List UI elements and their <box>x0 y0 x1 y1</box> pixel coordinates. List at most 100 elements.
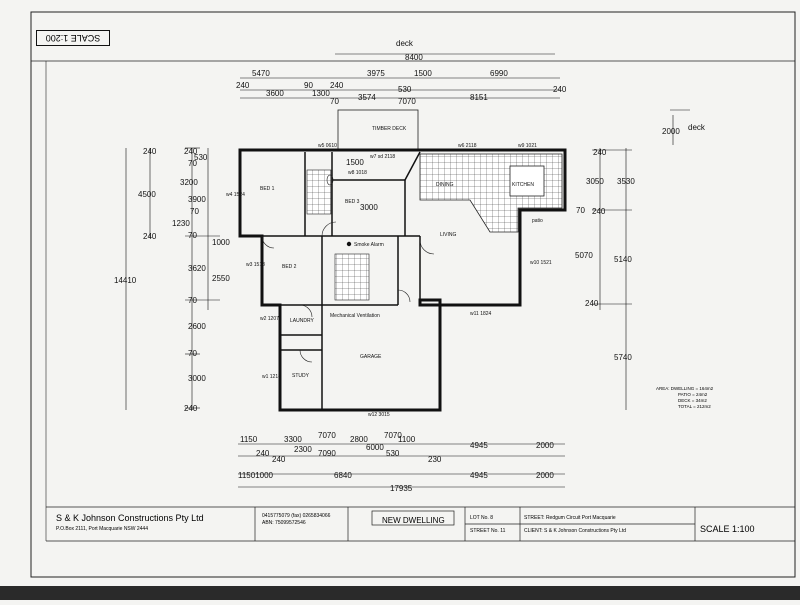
dim-left: 240 <box>184 404 198 413</box>
lot-number: LOT No. 8 <box>470 515 493 521</box>
dim-bottom: 240 <box>256 449 270 458</box>
room-laundry: LAUNDRY <box>290 318 314 324</box>
dim-bottom-total: 17935 <box>390 484 413 493</box>
dim-deck-label: deck <box>396 39 414 48</box>
scale-stamp: SCALE 1:200 <box>36 30 110 46</box>
dim-right: 3050 <box>586 177 604 186</box>
dim-right: 240 <box>585 299 599 308</box>
room-timber-deck: TIMBER DECK <box>372 126 407 132</box>
dim-bottom: 6840 <box>334 471 352 480</box>
dim-left: 1230 <box>172 219 190 228</box>
dim-top: 8400 <box>405 53 423 62</box>
building-walls <box>238 109 567 412</box>
dim-top: 70 <box>330 97 339 106</box>
smoke-alarm-icon <box>346 241 352 247</box>
area-deck: DECK = 34m2 <box>678 398 707 403</box>
dim-right: 5070 <box>575 251 593 260</box>
dim-top: 3574 <box>358 93 376 102</box>
room-bed3: BED 3 <box>345 199 360 205</box>
dim-top: 90 <box>304 81 313 90</box>
dim-bottom: 2800 <box>350 435 368 444</box>
dim-left: 240 <box>143 232 157 241</box>
company-phone: 0415775079 (fax) 0265834066 <box>262 513 331 519</box>
dim-left: 1000 <box>212 238 230 247</box>
dim-bed3-top: 1500 <box>346 158 364 167</box>
dim-top: 1300 <box>312 89 330 98</box>
dim-top: 8151 <box>470 93 488 102</box>
window-label: w11 1824 <box>470 311 492 317</box>
dim-left: 240 <box>184 147 198 156</box>
dim-left: 530 <box>194 153 208 162</box>
dim-bottom: 2300 <box>294 445 312 454</box>
dim-left: 70 <box>188 296 197 305</box>
dim-bottom: 11501000 <box>238 471 274 480</box>
dim-left: 3620 <box>188 264 206 273</box>
dim-left: 14410 <box>114 276 137 285</box>
left-dimension-lines <box>125 147 220 410</box>
room-kitchen: KITCHEN <box>512 182 534 188</box>
dim-top: 530 <box>398 85 412 94</box>
project-title: NEW DWELLING <box>382 516 445 525</box>
mech-vent-label: Mechanical Ventilation <box>330 313 380 319</box>
dim-bottom: 240 <box>272 455 286 464</box>
dim-left: 70 <box>188 159 197 168</box>
room-study: STUDY <box>292 373 310 379</box>
window-label: w8 1018 <box>348 170 367 176</box>
window-label: w5 0610 <box>318 143 337 149</box>
bottom-dimension-lines <box>238 443 565 488</box>
area-patio: PATIO = 24m2 <box>678 392 708 397</box>
room-bed2: BED 2 <box>282 264 297 270</box>
dim-left: 70 <box>188 349 197 358</box>
scan-edge <box>0 586 800 600</box>
dim-right: 240 <box>593 148 607 157</box>
dim-left: 4500 <box>138 190 156 199</box>
room-dining: DINING <box>436 182 454 188</box>
area-total: TOTAL = 212m2 <box>678 404 711 409</box>
dim-left: 3200 <box>180 178 198 187</box>
room-garage: GARAGE <box>360 354 382 360</box>
window-label: w2 1207 <box>260 316 279 322</box>
dim-left: 3900 <box>188 195 206 204</box>
outer-walls <box>238 148 567 412</box>
street-name: STREET: Redgum Circuit Port Macquarie <box>524 515 616 521</box>
dim-right: 240 <box>592 207 606 216</box>
area-table: AREA: DWELLING = 164m2 PATIO = 24m2 DECK… <box>656 386 713 410</box>
window-label: w7 sd 2118 <box>370 154 395 160</box>
dim-deck-right-label: deck <box>688 123 706 132</box>
window-label: w3 1518 <box>246 262 265 268</box>
window-label: w10 1521 <box>530 260 552 266</box>
window-label: w1 1218 <box>262 374 281 380</box>
dim-right: 3530 <box>617 177 635 186</box>
sheet-border <box>30 11 796 578</box>
title-block-grid <box>46 506 795 542</box>
dim-bed3: 3000 <box>360 203 378 212</box>
dim-top: 3975 <box>367 69 385 78</box>
window-label: w12 3015 <box>368 412 390 418</box>
drawing-scale: SCALE 1:100 <box>700 524 755 534</box>
room-patio: patio <box>532 218 543 224</box>
dim-bottom: 230 <box>428 455 442 464</box>
dim-bottom: 1100 <box>398 435 416 444</box>
dim-top: 1500 <box>414 69 432 78</box>
dim-bottom: 1150 <box>240 435 258 444</box>
dim-left: 240 <box>143 147 157 156</box>
dim-top: 6990 <box>490 69 508 78</box>
dim-top: 2000 <box>662 127 680 136</box>
window-label: w6 2118 <box>458 143 477 149</box>
dim-right: 70 <box>576 206 585 215</box>
dim-left: 3000 <box>188 374 206 383</box>
dim-bottom: 2000 <box>536 441 554 450</box>
dim-bottom: 7070 <box>384 431 402 440</box>
dim-bottom: 7070 <box>318 431 336 440</box>
dim-top: 240 <box>553 85 567 94</box>
client-name: CLIENT: S & K Johnson Constructions Pty … <box>524 528 626 534</box>
smoke-alarm-label: Smoke Alarm <box>354 242 384 248</box>
window-label: w4 1524 <box>226 192 245 198</box>
room-bed1: BED 1 <box>260 186 275 192</box>
dim-bottom: 4945 <box>470 471 488 480</box>
dim-left: 70 <box>188 231 197 240</box>
dim-top: 240 <box>330 81 344 90</box>
dim-top: 7070 <box>398 97 416 106</box>
company-name: S & K Johnson Constructions Pty Ltd <box>56 513 204 523</box>
